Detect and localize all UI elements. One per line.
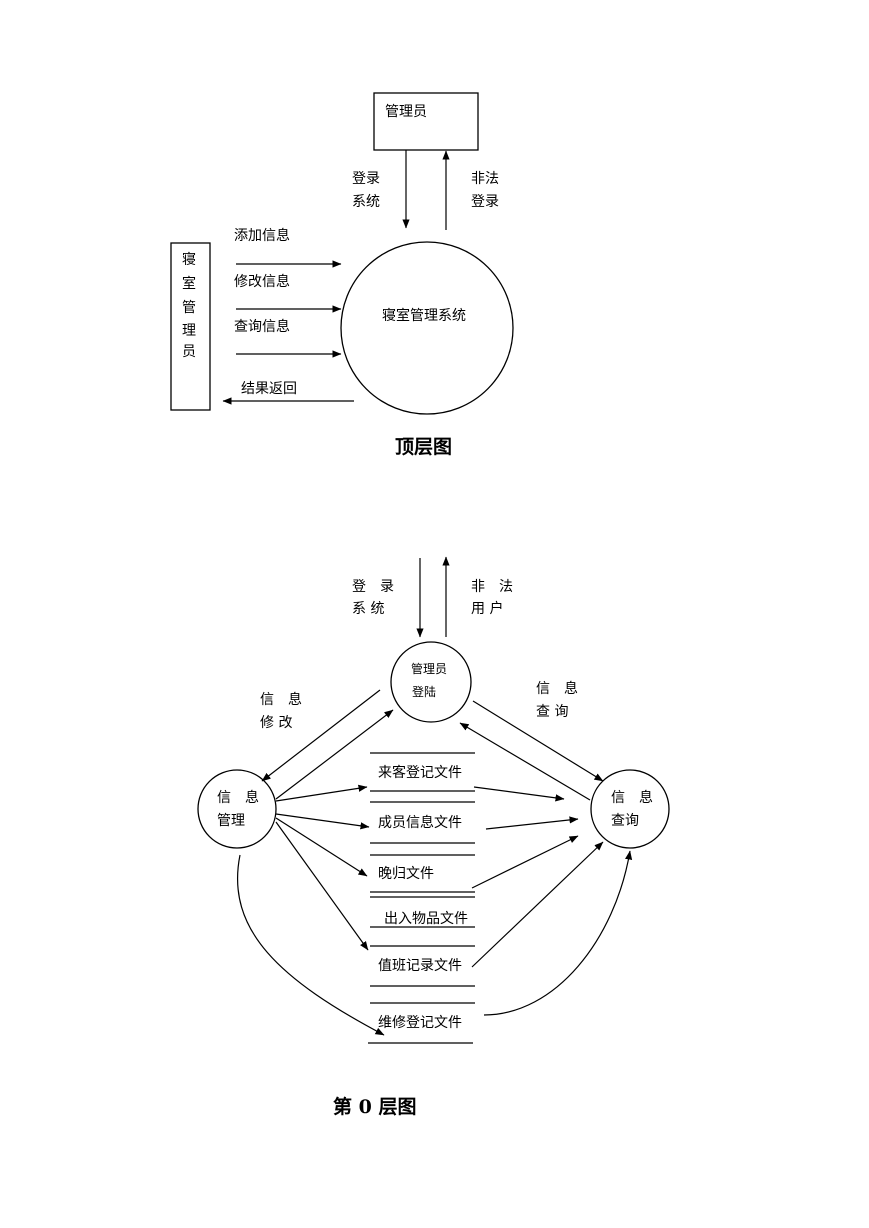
info-query-label-1: 信 息	[611, 789, 653, 806]
top-level-diagram: 管理员 登录 系统 非法 登录 寝 室 管 理 员 寝室管理系统 添加信息 修改…	[170, 92, 514, 458]
info-query-flow-label-1: 信 息	[536, 680, 578, 697]
login-label-2: 系统	[352, 194, 380, 210]
l0-illegal-label-2: 用 户	[471, 600, 503, 617]
illegal-label-2: 登录	[471, 194, 499, 210]
manage-to-repair-arrow	[236, 854, 385, 1036]
info-query-label-2: 查询	[611, 813, 639, 829]
info-modify-label-2: 修 改	[260, 715, 292, 731]
admin-login-label-2: 登陆	[412, 684, 436, 699]
manage-to-duty-arrow	[275, 821, 369, 951]
top-diagram-caption: 顶层图	[395, 436, 452, 458]
store-repair-label: 维修登记文件	[378, 1015, 462, 1031]
admin-login-label-1: 管理员	[411, 661, 447, 676]
login-label-1: 登录	[352, 171, 380, 187]
info-query-process	[590, 769, 670, 849]
admin-to-manage-arrow	[261, 689, 381, 782]
dorm-system-process	[340, 241, 514, 415]
modify-info-label: 修改信息	[234, 273, 290, 290]
admin-to-query-arrow	[472, 700, 604, 782]
level0-diagram: 登 录 系 统 非 法 用 户 管理员 登陆 信 息 管理 信 息 查询 信 息…	[197, 556, 670, 1118]
info-modify-label-1: 信 息	[260, 691, 302, 708]
dorm-admin-char-2: 室	[182, 275, 196, 292]
repair-to-query-arrow	[483, 850, 633, 1016]
manage-to-late-arrow	[275, 817, 368, 877]
visitor-to-query-arrow	[473, 786, 565, 802]
query-to-admin-arrow	[459, 722, 591, 801]
admin-login-process	[390, 641, 472, 723]
l0-illegal-label-1: 非 法	[471, 579, 513, 595]
member-to-query-arrow	[485, 816, 579, 830]
manage-to-visitor-arrow	[275, 784, 368, 802]
info-manage-process	[197, 769, 277, 849]
store-late-return-label: 晚归文件	[378, 865, 434, 882]
level0-diagram-caption: 第 0 层图	[333, 1095, 416, 1118]
add-info-label: 添加信息	[234, 227, 290, 244]
data-store-lines	[368, 752, 475, 1044]
store-visitor-label: 来客登记文件	[378, 764, 462, 781]
info-manage-label-2: 管理	[217, 813, 245, 829]
l0-login-label-2: 系 统	[352, 601, 384, 617]
store-goods-label: 出入物品文件	[384, 911, 468, 927]
admin-entity-label: 管理员	[385, 104, 427, 120]
admin-entity-box	[373, 92, 479, 151]
dorm-admin-entity-box	[170, 242, 211, 411]
l0-login-label-1: 登 录	[352, 579, 394, 595]
dorm-admin-char-4: 理	[182, 323, 196, 339]
info-manage-label-1: 信 息	[217, 789, 259, 806]
manage-to-member-arrow	[275, 813, 370, 830]
illegal-label-1: 非法	[471, 171, 499, 187]
dorm-admin-char-5: 员	[182, 344, 196, 360]
dorm-admin-char-3: 管	[182, 300, 196, 316]
store-duty-label: 值班记录文件	[378, 958, 462, 974]
dorm-system-label: 寝室管理系统	[382, 307, 466, 324]
duty-to-query-arrow	[471, 841, 604, 968]
manage-to-admin-arrow	[275, 709, 394, 800]
result-return-label: 结果返回	[241, 381, 297, 397]
store-member-label: 成员信息文件	[378, 814, 462, 831]
dorm-admin-char-1: 寝	[182, 251, 196, 268]
late-to-query-arrow	[471, 835, 579, 889]
info-query-flow-label-2: 查 询	[536, 704, 568, 720]
query-info-label: 查询信息	[234, 318, 290, 335]
